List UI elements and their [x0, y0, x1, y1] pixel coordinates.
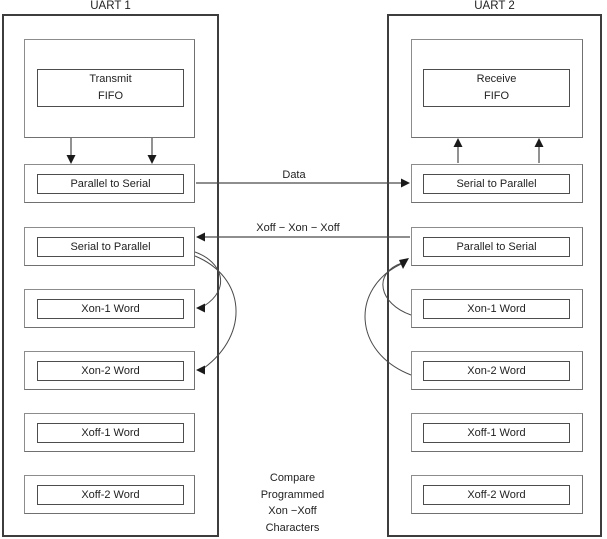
uart2-xoff2-word-label: Xoff-2 Word — [467, 489, 526, 501]
compare-note-line4: Characters — [265, 521, 320, 534]
uart1-title: UART 1 — [90, 0, 131, 12]
uart2-fifo-label-line1: Receive — [476, 73, 517, 85]
uart1-serial-to-parallel-label: Serial to Parallel — [70, 241, 151, 253]
uart1-xoff1-word-box: Xoff-1 Word — [37, 423, 184, 443]
uart2-xon2-word-box: Xon-2 Word — [423, 361, 570, 381]
uart2-xoff2-word-box: Xoff-2 Word — [423, 485, 570, 505]
uart1-parallel-to-serial-box: Parallel to Serial — [37, 174, 184, 194]
uart1-transmit-fifo-box: Transmit FIFO — [37, 69, 184, 107]
uart1-xoff2-word-box: Xoff-2 Word — [37, 485, 184, 505]
data-arrow-label: Data — [282, 169, 306, 181]
uart1-xon1-word-box: Xon-1 Word — [37, 299, 184, 319]
compare-note-line1: Compare — [269, 472, 316, 484]
uart2-xon2-word-label: Xon-2 Word — [467, 365, 526, 377]
uart2-parallel-to-serial-box: Parallel to Serial — [423, 237, 570, 257]
uart1-xon2-word-box: Xon-2 Word — [37, 361, 184, 381]
uart1-parallel-to-serial-label: Parallel to Serial — [70, 178, 151, 190]
uart1-xon2-word-label: Xon-2 Word — [81, 365, 140, 377]
compare-note: Compare Programmed Xon −Xoff Characters — [240, 470, 345, 536]
uart2-xon1-word-label: Xon-1 Word — [467, 303, 526, 315]
uart1-fifo-label-line1: Transmit — [89, 73, 132, 85]
uart1-xoff2-word-label: Xoff-2 Word — [81, 489, 140, 501]
uart1-xon1-word-label: Xon-1 Word — [81, 303, 140, 315]
uart2-xon1-word-box: Xon-1 Word — [423, 299, 570, 319]
uart1-xoff1-word-label: Xoff-1 Word — [81, 427, 140, 439]
uart2-parallel-to-serial-label: Parallel to Serial — [456, 241, 537, 253]
uart1-fifo-label-line2: FIFO — [97, 90, 124, 102]
uart2-fifo-label-line2: FIFO — [483, 90, 510, 102]
uart1-serial-to-parallel-box: Serial to Parallel — [37, 237, 184, 257]
uart2-title: UART 2 — [474, 0, 515, 12]
compare-note-line2: Programmed — [260, 488, 325, 501]
uart2-xoff1-word-box: Xoff-1 Word — [423, 423, 570, 443]
uart2-xoff1-word-label: Xoff-1 Word — [467, 427, 526, 439]
xonxoff-arrow-label: Xoff − Xon − Xoff — [256, 222, 340, 234]
uart2-receive-fifo-box: Receive FIFO — [423, 69, 570, 107]
uart2-serial-to-parallel-label: Serial to Parallel — [456, 178, 537, 190]
uart2-serial-to-parallel-box: Serial to Parallel — [423, 174, 570, 194]
compare-note-line3: Xon −Xoff — [268, 505, 317, 517]
